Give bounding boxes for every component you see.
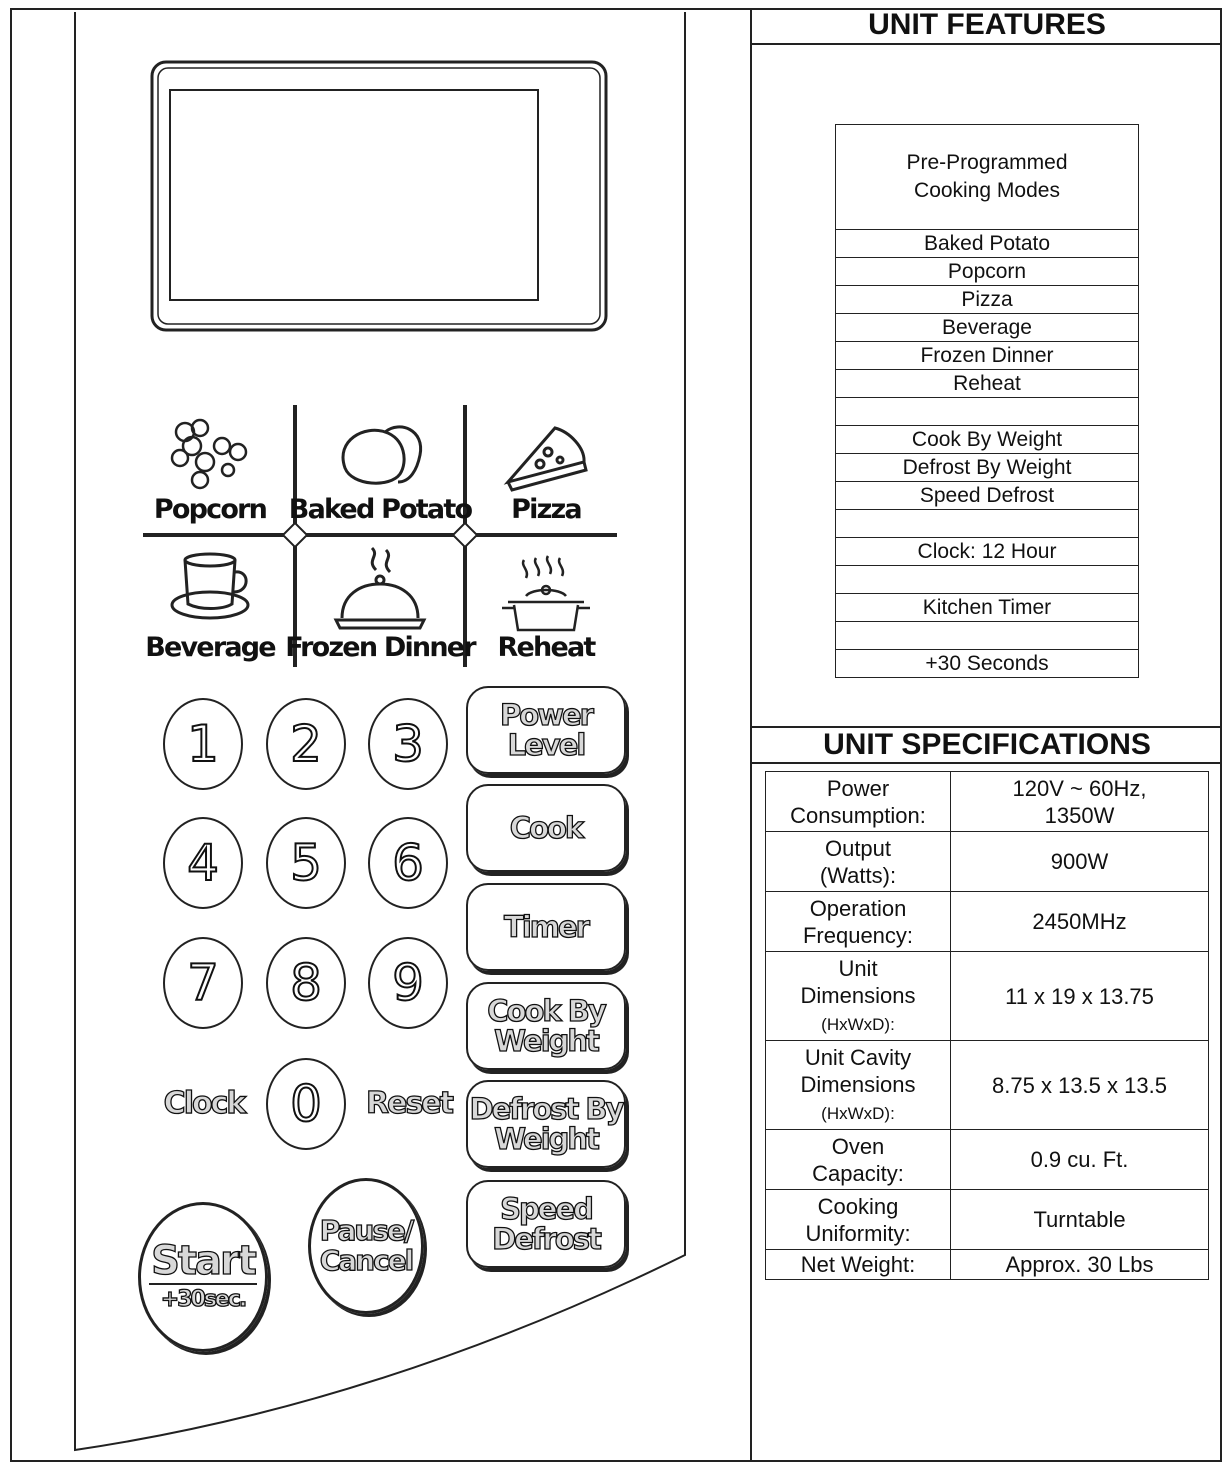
pot-icon bbox=[502, 555, 590, 632]
digit-8-button: 8 bbox=[266, 937, 346, 1029]
digit-6-button: 6 bbox=[368, 817, 448, 909]
timer-button: Timer bbox=[466, 883, 626, 971]
pizza-icon bbox=[503, 426, 588, 492]
feature-row: +30 Seconds bbox=[835, 649, 1139, 678]
feature-row bbox=[835, 621, 1139, 650]
pad-label-pizza: Pizza bbox=[511, 494, 582, 525]
pad-label-beverage: Beverage bbox=[145, 632, 276, 663]
digit-5-button: 5 bbox=[266, 817, 346, 909]
feature-row: Beverage bbox=[835, 313, 1139, 342]
features-heading-rule bbox=[752, 43, 1222, 45]
spec-key: Output(Watts): bbox=[765, 831, 951, 892]
pad-label-reheat: Reheat bbox=[497, 632, 597, 663]
panel-outline bbox=[74, 12, 686, 1452]
feature-row: Kitchen Timer bbox=[835, 593, 1139, 622]
beverage-icon bbox=[170, 552, 250, 620]
feature-row: Defrost By Weight bbox=[835, 453, 1139, 482]
spec-value: 0.9 cu. Ft. bbox=[950, 1129, 1209, 1190]
pad-label-popcorn: Popcorn bbox=[153, 494, 268, 525]
digit-0-button: 0 bbox=[266, 1058, 346, 1150]
feature-row: Baked Potato bbox=[835, 229, 1139, 258]
pad-label-frozen-dinner: Frozen Dinner bbox=[285, 632, 476, 663]
digit-7-button: 7 bbox=[163, 937, 243, 1029]
cook-button: Cook bbox=[466, 784, 626, 872]
spec-value: 900W bbox=[950, 831, 1209, 892]
spec-value: Approx. 30 Lbs bbox=[950, 1249, 1209, 1280]
pad-divider-diamond-2 bbox=[451, 521, 479, 549]
clock-label: Clock bbox=[163, 1085, 247, 1121]
digit-9-button: 9 bbox=[368, 937, 448, 1029]
spec-value: 2450MHz bbox=[950, 891, 1209, 952]
feature-row: Speed Defrost bbox=[835, 481, 1139, 510]
pad-divider-diamond-1 bbox=[281, 521, 309, 549]
spec-value: Turntable bbox=[950, 1189, 1209, 1250]
specs-heading-rule-bottom bbox=[752, 762, 1222, 764]
display-bezel bbox=[150, 60, 608, 332]
spec-value: 8.75 x 13.5 x 13.5 bbox=[950, 1040, 1209, 1130]
start-button: Start +30sec. bbox=[138, 1202, 268, 1352]
pause-cancel-button: Pause/ Cancel bbox=[308, 1178, 424, 1314]
control-panel-drawing bbox=[74, 12, 686, 1452]
feature-row: Clock: 12 Hour bbox=[835, 537, 1139, 566]
reset-label: Reset bbox=[365, 1085, 454, 1121]
digit-4-button: 4 bbox=[163, 817, 243, 909]
popcorn-icon bbox=[170, 418, 248, 490]
feature-row bbox=[835, 397, 1139, 426]
feature-row: Cook By Weight bbox=[835, 425, 1139, 454]
feature-row bbox=[835, 565, 1139, 594]
specs-heading-rule-top bbox=[752, 726, 1222, 728]
display-screen bbox=[169, 89, 539, 301]
digit-3-button: 3 bbox=[368, 698, 448, 790]
feature-row: Frozen Dinner bbox=[835, 341, 1139, 370]
spec-value: 120V ~ 60Hz,1350W bbox=[950, 771, 1209, 832]
page-frame bbox=[10, 8, 1222, 1462]
feature-row: Reheat bbox=[835, 369, 1139, 398]
pad-label-baked-potato: Baked Potato bbox=[288, 494, 473, 525]
potato-icon bbox=[341, 425, 423, 485]
cloche-icon bbox=[333, 546, 427, 630]
spec-value: 11 x 19 x 13.75 bbox=[950, 951, 1209, 1041]
specs-heading: UNIT SPECIFICATIONS bbox=[823, 728, 1151, 761]
column-divider bbox=[750, 8, 752, 1462]
features-heading: UNIT FEATURES bbox=[868, 8, 1106, 41]
digit-1-button: 1 bbox=[163, 698, 243, 790]
feature-row: Popcorn bbox=[835, 257, 1139, 286]
display-bezel-inner bbox=[157, 67, 601, 325]
digit-2-button: 2 bbox=[266, 698, 346, 790]
feature-row: Pizza bbox=[835, 285, 1139, 314]
feature-row bbox=[835, 509, 1139, 538]
spec-key: Net Weight: bbox=[765, 1249, 951, 1280]
